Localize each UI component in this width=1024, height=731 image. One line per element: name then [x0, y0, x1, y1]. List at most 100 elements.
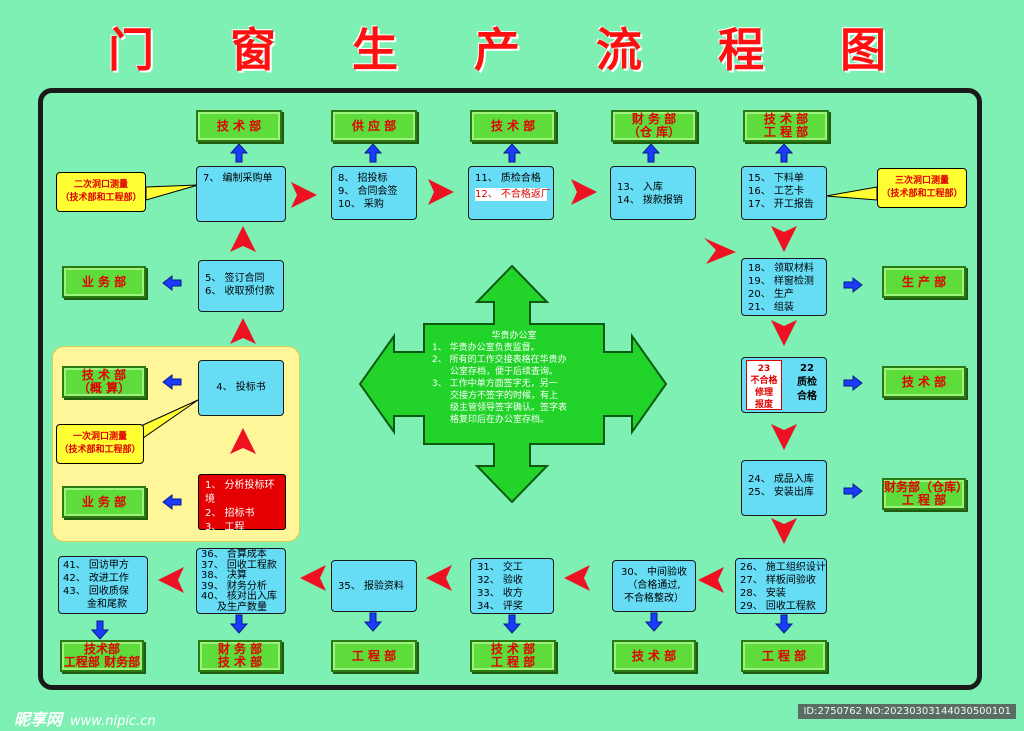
- step-line: 修理: [754, 388, 773, 398]
- step-line: 15、 下料单: [748, 173, 804, 184]
- step-30: 30、 中间验收 （合格通过, 不合格整改）: [612, 560, 696, 612]
- step-line: （合格通过,: [627, 580, 681, 591]
- note-line: 一次洞口测量: [72, 432, 127, 442]
- dept-engineering: 工 程 部: [331, 640, 417, 672]
- dept-tech-estimate: 技 术 部 （概 算）: [62, 366, 146, 398]
- callout-pointer: [145, 184, 199, 201]
- step-line: 36、 合算成本: [201, 549, 267, 560]
- office-heading: 华贵办公室: [491, 331, 537, 341]
- step-line: 34、 评奖: [477, 601, 523, 612]
- step-line: 26、 施工组织设计: [740, 562, 826, 573]
- arrow-down-icon: [771, 320, 797, 346]
- dept-business: 业 务 部: [62, 266, 146, 298]
- dept-label: 工 程 部: [490, 655, 536, 669]
- step-41-43: 41、 回访甲方 42、 改进工作 43、 回收质保 金和尾款: [58, 556, 148, 614]
- step-line: 16、 工艺卡: [748, 186, 804, 197]
- dept-label: 技 术 部: [217, 655, 263, 669]
- dept-tech: 技 术 部: [882, 366, 966, 398]
- step-7: 7、 编制采购单: [196, 166, 286, 222]
- arrow-up-icon: [503, 143, 521, 163]
- dept-label: （仓 库）: [627, 125, 681, 139]
- step-line: 11、 质检合格: [475, 173, 541, 184]
- step-26-29: 26、 施工组织设计 27、 样板间验收 28、 安装 29、 回收工程款: [735, 558, 827, 614]
- quality-pass: 22 质检 合格: [788, 362, 826, 404]
- note-line: （技术部和工程部）: [59, 445, 141, 455]
- arrow-up-icon: [230, 428, 256, 454]
- dept-tech: 技 术 部: [470, 110, 556, 142]
- page-title: 门 窗 生 产 流 程 图: [107, 23, 917, 77]
- arrow-right-icon: [843, 483, 863, 499]
- note-third-measure: 三次洞口测量 （技术部和工程部）: [877, 168, 967, 208]
- step-line: 32、 验收: [477, 575, 523, 586]
- step-8-10: 8、 招投标 9、 合同会签 10、 采购: [331, 166, 417, 220]
- step-line-reject: 12、 不合格返厂: [475, 188, 551, 201]
- step-line: 17、 开工报告: [748, 199, 814, 210]
- arrow-left-icon: [564, 565, 590, 591]
- step-line: 42、 改进工作: [63, 573, 129, 584]
- arrow-down-icon: [364, 612, 382, 632]
- office-rule-line: 级主管领导签字确认。签字表: [432, 403, 568, 413]
- dept-label: 技 术 部: [763, 112, 809, 126]
- step-line: 不合格: [750, 376, 778, 386]
- step-line: 1、 分析投标环境: [205, 480, 275, 505]
- arrow-down-icon: [771, 424, 797, 450]
- dept-label: 财务部（仓库）: [884, 480, 969, 494]
- step-line: 质检: [797, 377, 817, 388]
- step-1-3: 1、 分析投标环境 2、 招标书 3、 工程: [198, 474, 286, 533]
- dept-production: 生 产 部: [882, 266, 966, 298]
- dept-label: （概 算）: [77, 381, 131, 395]
- note-line: 二次洞口测量: [73, 180, 128, 190]
- step-13-14: 13、 入库 14、 拨款报销: [610, 166, 696, 220]
- dept-label: 技 术 部: [490, 642, 536, 656]
- dept-label: 工 程 部: [763, 125, 809, 139]
- step-line: 及生产数量: [217, 601, 267, 613]
- dept-label: 技术部: [83, 642, 120, 656]
- arrow-right-icon: [428, 179, 454, 205]
- arrow-left-icon: [300, 565, 326, 591]
- step-line: 30、 中间验收: [621, 567, 687, 578]
- step-line: 合格: [797, 391, 817, 402]
- step-line: 38、 决算: [201, 570, 247, 581]
- step-line: 3、 工程: [205, 522, 245, 533]
- step-line: 24、 成品入库: [748, 474, 814, 485]
- reject-box: 23 不合格 修理 报废: [746, 360, 782, 410]
- step-5-6: 5、 签订合同 6、 收取预付款: [198, 260, 284, 312]
- arrow-down-icon: [775, 614, 793, 634]
- dept-label: 财 务 部: [631, 112, 677, 126]
- step-line: 25、 安装出库: [748, 487, 814, 498]
- step-line: 7、 编制采购单: [203, 173, 273, 184]
- arrow-right-icon: [843, 277, 863, 293]
- step-11-12: 11、 质检合格 12、 不合格返厂: [468, 166, 554, 220]
- diagram-frame: [38, 88, 982, 690]
- office-rule-line: 1、 华贵办公室负责监督。: [432, 343, 540, 353]
- arrow-down-icon: [503, 614, 521, 634]
- note-second-measure: 二次洞口测量 （技术部和工程部）: [56, 172, 146, 212]
- office-rule-line: 公室存档，便于后续查询。: [432, 367, 559, 377]
- office-rule-line: 3、 工作中单方面签字无，另一: [432, 379, 558, 389]
- note-line: （技术部和工程部）: [60, 193, 142, 203]
- step-line: 23: [757, 364, 771, 374]
- arrow-right-icon: [291, 182, 317, 208]
- dept-finance-tech: 财 务 部 技 术 部: [198, 640, 282, 672]
- watermark-logo-text: 昵享网: [14, 710, 63, 729]
- callout-pointer: [142, 399, 199, 439]
- arrow-down-icon: [771, 518, 797, 544]
- callout-pointer: [825, 186, 878, 201]
- arrow-up-icon: [230, 226, 256, 252]
- step-line: 41、 回访甲方: [63, 560, 129, 571]
- dept-engineering: 工 程 部: [741, 640, 827, 672]
- step-line: 9、 合同会签: [338, 186, 398, 197]
- dept-supply: 供 应 部: [331, 110, 417, 142]
- dept-label: 财 务 部: [217, 642, 263, 656]
- step-line: 43、 回收质保: [63, 586, 129, 597]
- dept-tech-engineering: 技 术 部 工 程 部: [743, 110, 829, 142]
- step-15-17: 15、 下料单 16、 工艺卡 17、 开工报告: [741, 166, 827, 220]
- dept-tech: 技 术 部: [196, 110, 282, 142]
- step-line: 金和尾款: [87, 599, 127, 610]
- note-line: （技术部和工程部）: [881, 189, 963, 199]
- dept-label: 工 程 部: [901, 493, 947, 507]
- step-line: 35、 报验资料: [338, 581, 404, 592]
- step-22-23: 23 不合格 修理 报废 22 质检 合格: [741, 357, 827, 413]
